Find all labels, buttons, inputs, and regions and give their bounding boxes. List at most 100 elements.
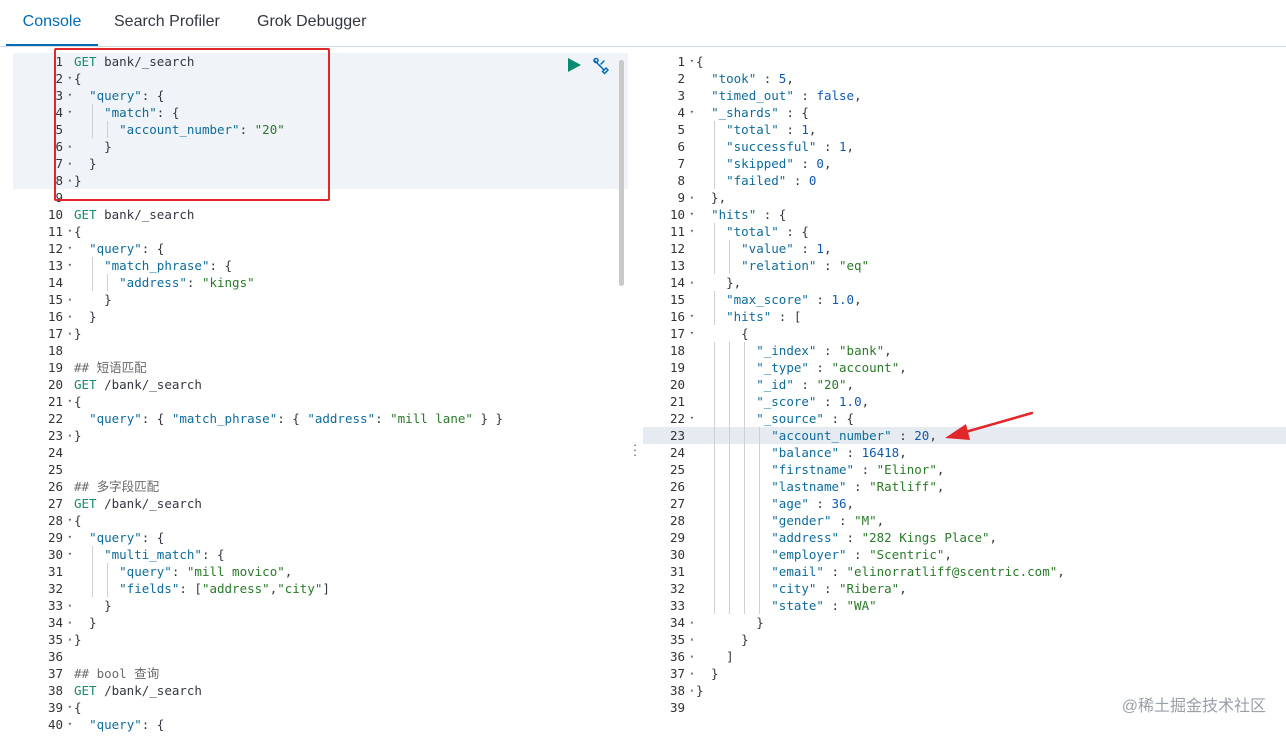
fold-close-icon[interactable]: ▴ — [689, 193, 694, 201]
code-line[interactable]: 12▾ "query": { — [13, 240, 628, 257]
fold-open-icon[interactable]: ▾ — [67, 533, 72, 541]
code-line[interactable]: 13 "relation" : "eq" — [643, 257, 1286, 274]
tab-search-profiler[interactable]: Search Profiler — [114, 13, 220, 30]
fold-close-icon[interactable]: ▴ — [67, 159, 72, 167]
play-icon[interactable] — [566, 57, 582, 73]
code-line[interactable]: 9▴ }, — [643, 189, 1286, 206]
code-line[interactable]: 25 "firstname" : "Elinor", — [643, 461, 1286, 478]
code-line[interactable]: 9 — [13, 189, 628, 206]
fold-open-icon[interactable]: ▾ — [67, 227, 72, 235]
fold-close-icon[interactable]: ▴ — [67, 295, 72, 303]
code-line[interactable]: 21 "_score" : 1.0, — [643, 393, 1286, 410]
code-line[interactable]: 22▾ "_source" : { — [643, 410, 1286, 427]
code-line[interactable]: 3 "timed_out" : false, — [643, 87, 1286, 104]
code-line[interactable]: 38▴} — [643, 682, 1286, 699]
code-line[interactable]: 11▾ "total" : { — [643, 223, 1286, 240]
code-line[interactable]: 33 "state" : "WA" — [643, 597, 1286, 614]
fold-open-icon[interactable]: ▾ — [689, 108, 694, 116]
fold-close-icon[interactable]: ▴ — [67, 618, 72, 626]
code-line[interactable]: 24 "balance" : 16418, — [643, 444, 1286, 461]
fold-close-icon[interactable]: ▴ — [67, 601, 72, 609]
code-line[interactable]: 37## bool 查询 — [13, 665, 628, 682]
vertical-dots-icon[interactable]: ··· — [632, 437, 638, 462]
fold-close-icon[interactable]: ▴ — [689, 635, 694, 643]
response-viewer[interactable]: 1▾{2 "took" : 5,3 "timed_out" : false,4▾… — [643, 47, 1286, 736]
code-line[interactable]: 17▴} — [13, 325, 628, 342]
fold-open-icon[interactable]: ▾ — [67, 720, 72, 728]
fold-close-icon[interactable]: ▴ — [689, 686, 694, 694]
code-line[interactable]: 23 "account_number" : 20, — [643, 427, 1286, 444]
code-line[interactable]: 10▾ "hits" : { — [643, 206, 1286, 223]
code-line[interactable]: 20 "_id" : "20", — [643, 376, 1286, 393]
code-line[interactable]: 35▴} — [13, 631, 628, 648]
fold-open-icon[interactable]: ▾ — [689, 210, 694, 218]
fold-open-icon[interactable]: ▾ — [67, 244, 72, 252]
fold-open-icon[interactable]: ▾ — [67, 74, 72, 82]
code-line[interactable]: 7 "skipped" : 0, — [643, 155, 1286, 172]
code-line[interactable]: 30▾ "multi_match": { — [13, 546, 628, 563]
code-line[interactable]: 39▾{ — [13, 699, 628, 716]
code-line[interactable]: 14▴ }, — [643, 274, 1286, 291]
fold-open-icon[interactable]: ▾ — [67, 550, 72, 558]
fold-open-icon[interactable]: ▾ — [67, 516, 72, 524]
code-line[interactable]: 29 "address" : "282 Kings Place", — [643, 529, 1286, 546]
fold-open-icon[interactable]: ▾ — [689, 329, 694, 337]
code-line[interactable]: 34▴ } — [13, 614, 628, 631]
code-line[interactable]: 31 "query": "mill movico", — [13, 563, 628, 580]
fold-close-icon[interactable]: ▴ — [67, 312, 72, 320]
fold-close-icon[interactable]: ▴ — [67, 329, 72, 337]
code-line[interactable]: 5 "account_number": "20" — [13, 121, 628, 138]
code-line[interactable]: 32 "fields": ["address","city"] — [13, 580, 628, 597]
code-line[interactable]: 15 "max_score" : 1.0, — [643, 291, 1286, 308]
code-line[interactable]: 36▴ ] — [643, 648, 1286, 665]
code-line[interactable]: 4▾ "match": { — [13, 104, 628, 121]
code-line[interactable]: 22 "query": { "match_phrase": { "address… — [13, 410, 628, 427]
tab-console[interactable]: Console — [6, 0, 98, 46]
code-line[interactable]: 13▾ "match_phrase": { — [13, 257, 628, 274]
fold-close-icon[interactable]: ▴ — [689, 669, 694, 677]
code-line[interactable]: 8 "failed" : 0 — [643, 172, 1286, 189]
code-line[interactable]: 17▾ { — [643, 325, 1286, 342]
code-line[interactable]: 37▴ } — [643, 665, 1286, 682]
pane-resizer[interactable] — [628, 47, 643, 736]
fold-open-icon[interactable]: ▾ — [689, 57, 694, 65]
code-line[interactable]: 6 "successful" : 1, — [643, 138, 1286, 155]
code-line[interactable]: 23▴} — [13, 427, 628, 444]
fold-open-icon[interactable]: ▾ — [689, 227, 694, 235]
fold-open-icon[interactable]: ▾ — [689, 312, 694, 320]
response-viewer-lines[interactable]: 1▾{2 "took" : 5,3 "timed_out" : false,4▾… — [643, 53, 1286, 716]
code-line[interactable]: 34▴ } — [643, 614, 1286, 631]
code-line[interactable]: 33▴ } — [13, 597, 628, 614]
fold-close-icon[interactable]: ▴ — [67, 635, 72, 643]
fold-open-icon[interactable]: ▾ — [67, 108, 72, 116]
code-line[interactable]: 31 "email" : "elinorratliff@scentric.com… — [643, 563, 1286, 580]
code-line[interactable]: 30 "employer" : "Scentric", — [643, 546, 1286, 563]
code-line[interactable]: 2▾{ — [13, 70, 628, 87]
fold-close-icon[interactable]: ▴ — [689, 278, 694, 286]
code-line[interactable]: 25 — [13, 461, 628, 478]
fold-open-icon[interactable]: ▾ — [67, 397, 72, 405]
wrench-icon[interactable] — [592, 57, 610, 75]
code-line[interactable]: 6▴ } — [13, 138, 628, 155]
fold-close-icon[interactable]: ▴ — [67, 431, 72, 439]
code-line[interactable]: 39 — [643, 699, 1286, 716]
code-line[interactable]: 19## 短语匹配 — [13, 359, 628, 376]
code-line[interactable]: 28▾{ — [13, 512, 628, 529]
code-line[interactable]: 27 "age" : 36, — [643, 495, 1286, 512]
code-line[interactable]: 40▾ "query": { — [13, 716, 628, 733]
code-line[interactable]: 35▴ } — [643, 631, 1286, 648]
code-line[interactable]: 26 "lastname" : "Ratliff", — [643, 478, 1286, 495]
code-line[interactable]: 28 "gender" : "M", — [643, 512, 1286, 529]
code-line[interactable]: 29▾ "query": { — [13, 529, 628, 546]
tab-grok-debugger[interactable]: Grok Debugger — [257, 13, 367, 30]
fold-open-icon[interactable]: ▾ — [689, 414, 694, 422]
code-line[interactable]: 11▾{ — [13, 223, 628, 240]
code-line[interactable]: 18 — [13, 342, 628, 359]
code-line[interactable]: 5 "total" : 1, — [643, 121, 1286, 138]
code-line[interactable]: 16▾ "hits" : [ — [643, 308, 1286, 325]
code-line[interactable]: 12 "value" : 1, — [643, 240, 1286, 257]
fold-close-icon[interactable]: ▴ — [67, 142, 72, 150]
code-line[interactable]: 14 "address": "kings" — [13, 274, 628, 291]
